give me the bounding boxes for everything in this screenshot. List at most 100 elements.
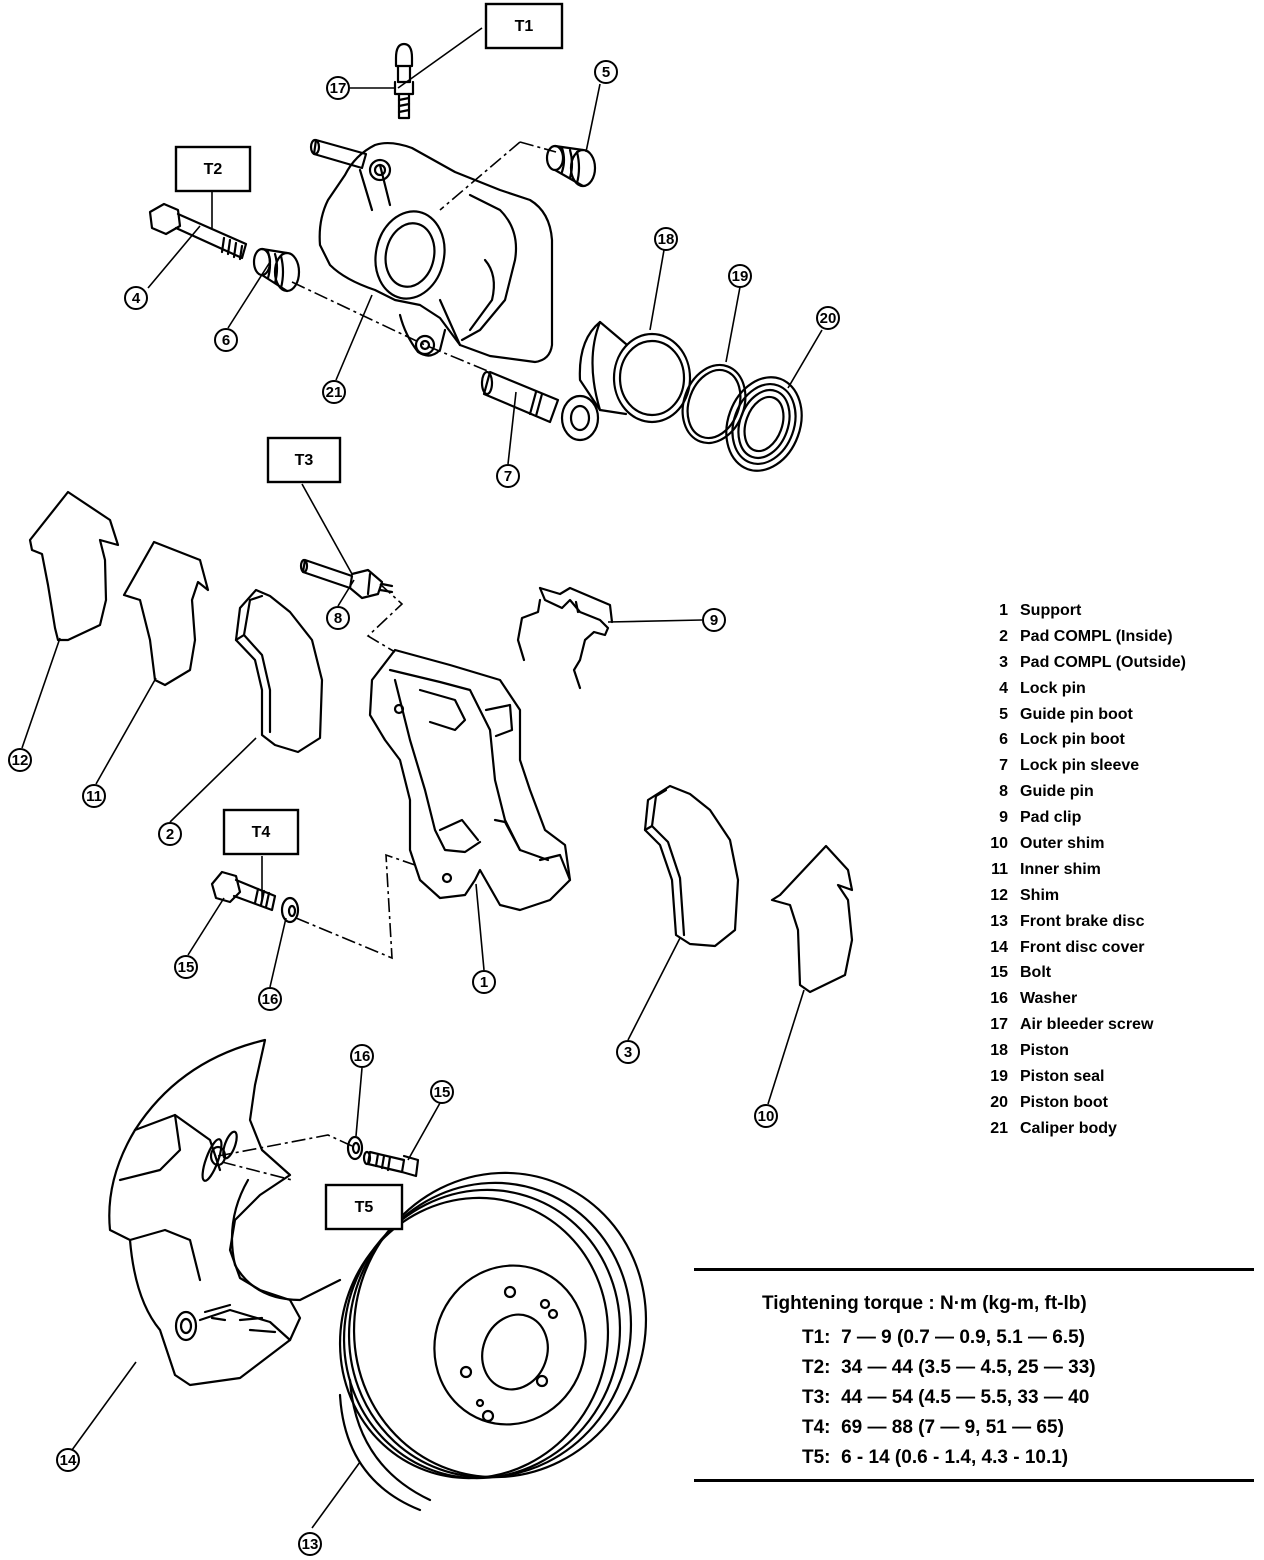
legend-row: 1 Support (978, 598, 1258, 624)
piston-boot (725, 376, 803, 472)
legend-part-name: Piston seal (1020, 1067, 1105, 1085)
callout-number: 10 (758, 1108, 775, 1125)
pad-clip (516, 586, 614, 690)
legend-part-name: Lock pin sleeve (1020, 757, 1140, 775)
callout-19: 19 (728, 264, 752, 288)
legend-part-name: Front brake disc (1020, 912, 1145, 930)
legend-row: 4 Lock pin (978, 676, 1258, 702)
callout-number: 19 (732, 268, 749, 285)
callout-16: 16 (258, 987, 282, 1011)
legend-number: 1 (999, 601, 1008, 619)
pad-outside (643, 784, 740, 948)
outer-shim (770, 844, 854, 994)
washer-support (280, 896, 300, 924)
legend-part-name: Pad COMPL (Outside) (1020, 653, 1186, 671)
callout-number: 15 (434, 1084, 451, 1101)
legend-part-name: Guide pin boot (1020, 705, 1133, 723)
legend-part-name: Support (1020, 601, 1082, 619)
leader-lines (21, 27, 823, 1529)
callout-number: 13 (302, 1536, 319, 1553)
torque-box-t2: T2 (174, 145, 252, 193)
legend-part-name: Lock pin boot (1020, 731, 1125, 749)
torque-box-t1: T1 (484, 2, 564, 50)
callout-12: 12 (8, 748, 32, 772)
legend-number: 3 (999, 653, 1008, 671)
torque-key: T2: (802, 1357, 831, 1378)
callout-number: 12 (12, 752, 29, 769)
legend-number: 11 (991, 860, 1008, 878)
torque-key: T4: (802, 1417, 831, 1438)
legend-number: 12 (990, 886, 1008, 904)
caliper-body (309, 138, 554, 364)
legend-part-name: Guide pin (1020, 783, 1094, 801)
legend-row: 5 Guide pin boot (978, 702, 1258, 728)
callout-markers: 123456789101112131415151516161718192021 (8, 60, 840, 1556)
legend-row: 10 Outer shim (978, 831, 1258, 857)
legend-number: 15 (990, 964, 1008, 982)
piston-seal (681, 363, 747, 445)
callout-number: 1 (480, 974, 488, 991)
callout-number: 16 (354, 1048, 371, 1065)
legend-number: 5 (999, 705, 1008, 723)
legend-number: 10 (990, 834, 1008, 852)
svg-text:T5: T5 (355, 1199, 374, 1216)
torque-value: 44 — 54 (4.5 — 5.5, 33 — 40 (841, 1387, 1090, 1408)
legend-number: 4 (999, 679, 1008, 697)
torque-row-t5: T5: 6 - 14 (0.6 - 1.4, 4.3 - 10.1) (802, 1447, 1068, 1469)
callout-2: 2 (158, 822, 182, 846)
callout-number: 15 (178, 959, 195, 976)
legend-part-name: Pad clip (1020, 809, 1082, 827)
callout-9: 9 (702, 608, 726, 632)
legend-part-name: Outer shim (1020, 834, 1105, 852)
callout-20: 20 (816, 306, 840, 330)
pad-inside (234, 588, 324, 754)
legend-number: 18 (990, 1042, 1008, 1060)
torque-row-t4: T4: 69 — 88 (7 — 9, 51 — 65) (802, 1417, 1064, 1439)
callout-number: 5 (602, 64, 610, 81)
legend-number: 19 (990, 1067, 1008, 1085)
legend-number: 16 (990, 990, 1008, 1008)
torque-value: 34 — 44 (3.5 — 4.5, 25 — 33) (841, 1357, 1096, 1378)
callout-14: 14 (56, 1448, 80, 1472)
washer-cover (346, 1135, 364, 1161)
torque-box-t3: T3 (266, 436, 342, 484)
callout-6: 6 (214, 328, 238, 352)
callout-8: 8 (326, 606, 350, 630)
legend-part-name: Inner shim (1020, 860, 1101, 878)
torque-value: 7 — 9 (0.7 — 0.9, 5.1 — 6.5) (841, 1327, 1086, 1348)
legend-part-name: Lock pin (1020, 679, 1086, 697)
legend-number: 14 (990, 938, 1008, 956)
legend-part-name: Shim (1020, 886, 1060, 904)
torque-value: 6 - 14 (0.6 - 1.4, 4.3 - 10.1) (841, 1447, 1069, 1468)
callout-number: 11 (86, 788, 102, 805)
callout-number: 20 (820, 310, 837, 327)
callout-number: 2 (166, 826, 174, 843)
torque-row-t3: T3: 44 — 54 (4.5 — 5.5, 33 — 40 (802, 1387, 1089, 1409)
callout-13: 13 (298, 1532, 322, 1556)
legend-part-name: Pad COMPL (Inside) (1020, 627, 1173, 645)
front-disc-cover (108, 1038, 342, 1387)
lock-pin (148, 202, 248, 261)
torque-key: T1: (802, 1327, 831, 1348)
callout-3: 3 (616, 1040, 640, 1064)
callout-number: 4 (132, 290, 141, 307)
legend-row: 3 Pad COMPL (Outside) (978, 650, 1258, 676)
callout-7: 7 (496, 464, 520, 488)
callout-number: 14 (60, 1452, 77, 1469)
callout-number: 21 (326, 384, 343, 401)
torque-row-t1: T1: 7 — 9 (0.7 — 0.9, 5.1 — 6.5) (802, 1327, 1085, 1349)
callout-1: 1 (472, 970, 496, 994)
